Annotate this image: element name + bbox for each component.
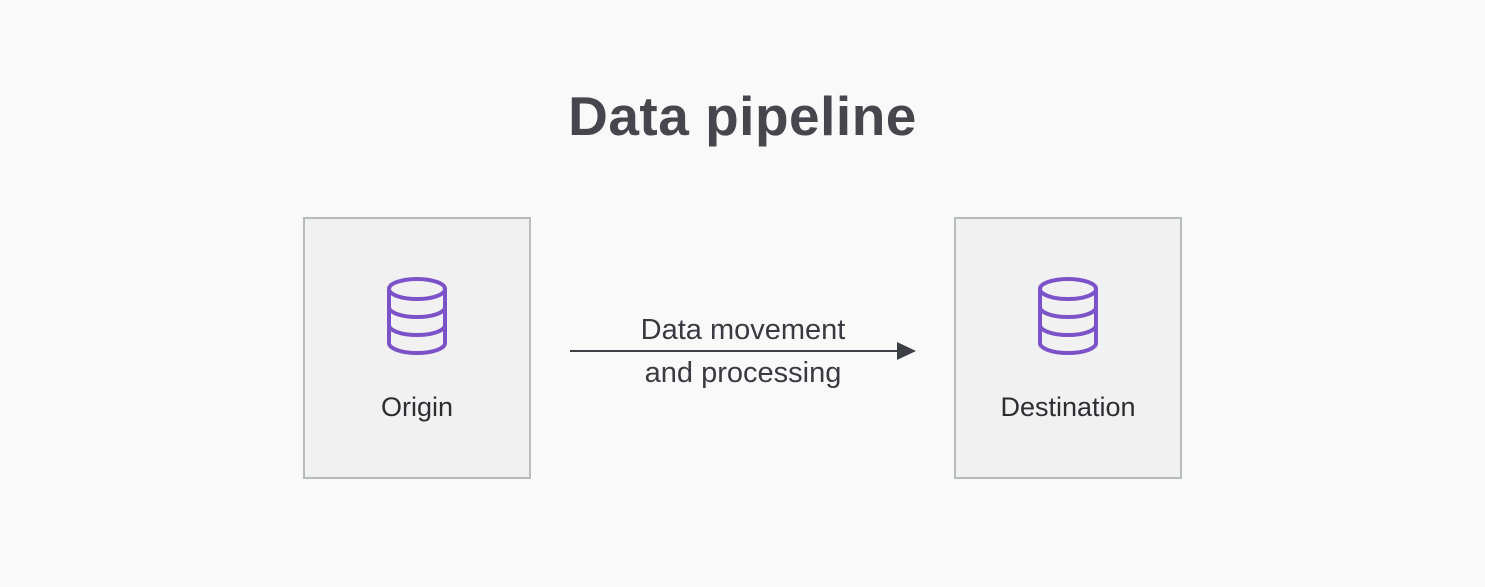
arrow-right-icon bbox=[897, 342, 916, 360]
node-box-origin: Origin bbox=[303, 217, 531, 479]
connector-label-line1: Data movement bbox=[640, 314, 846, 346]
connector-label-line2: and processing bbox=[644, 357, 842, 389]
node-label-origin: Origin bbox=[380, 392, 454, 422]
connector-arrow-line bbox=[570, 350, 900, 352]
database-icon bbox=[1034, 277, 1102, 355]
node-label-destination: Destination bbox=[1000, 392, 1136, 422]
node-box-destination: Destination bbox=[954, 217, 1182, 479]
diagram-title: Data pipeline bbox=[568, 85, 917, 147]
database-icon bbox=[383, 277, 451, 355]
